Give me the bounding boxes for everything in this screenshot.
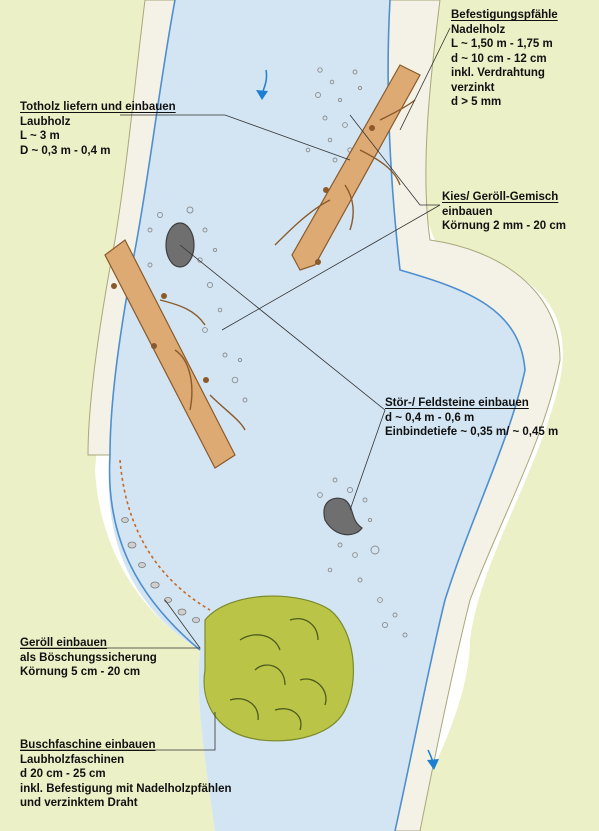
label-fascine-line-3: inkl. Befestigung mit Nadelholzpfählen bbox=[20, 782, 232, 797]
label-stakes-line-5: verzinkt bbox=[451, 81, 558, 96]
label-fascine-line-2: d 20 cm - 25 cm bbox=[20, 767, 232, 782]
label-deadwood-line-1: Laubholz bbox=[20, 115, 176, 130]
label-gravel-bank-title: Geröll einbauen bbox=[20, 636, 157, 651]
label-gravel-bank-line-1: als Böschungssicherung bbox=[20, 651, 157, 666]
label-boulders-line-2: Einbindetiefe ~ 0,35 m/ ~ 0,45 m bbox=[385, 425, 558, 440]
label-boulders-title: Stör-/ Feldsteine einbauen bbox=[385, 396, 558, 411]
label-stakes-title: Befestigungspfähle bbox=[451, 8, 558, 23]
label-gravel-mix-line-2: Körnung 2 mm - 20 cm bbox=[442, 219, 566, 234]
label-gravel-mix-line-1: einbauen bbox=[442, 205, 566, 220]
label-boulders: Stör-/ Feldsteine einbauen d ~ 0,4 m - 0… bbox=[385, 396, 558, 440]
label-fascine-line-4: und verzinktem Draht bbox=[20, 796, 232, 811]
label-stakes-line-2: L ~ 1,50 m - 1,75 m bbox=[451, 37, 558, 52]
label-fascine-title: Buschfaschine einbauen bbox=[20, 738, 232, 753]
label-boulders-line-1: d ~ 0,4 m - 0,6 m bbox=[385, 411, 558, 426]
label-deadwood-line-3: D ~ 0,3 m - 0,4 m bbox=[20, 144, 176, 159]
label-fascine: Buschfaschine einbauen Laubholzfaschinen… bbox=[20, 738, 232, 811]
label-stakes: Befestigungspfähle Nadelholz L ~ 1,50 m … bbox=[451, 8, 558, 110]
label-stakes-line-4: inkl. Verdrahtung bbox=[451, 66, 558, 81]
label-gravel-bank: Geröll einbauen als Böschungssicherung K… bbox=[20, 636, 157, 680]
label-deadwood: Totholz liefern und einbauen Laubholz L … bbox=[20, 100, 176, 158]
label-gravel-bank-line-2: Körnung 5 cm - 20 cm bbox=[20, 665, 157, 680]
label-stakes-line-6: d > 5 mm bbox=[451, 95, 558, 110]
label-deadwood-line-2: L ~ 3 m bbox=[20, 129, 176, 144]
label-stakes-line-3: d ~ 10 cm - 12 cm bbox=[451, 52, 558, 67]
label-deadwood-title: Totholz liefern und einbauen bbox=[20, 100, 176, 115]
label-fascine-line-1: Laubholzfaschinen bbox=[20, 753, 232, 768]
label-stakes-line-1: Nadelholz bbox=[451, 23, 558, 38]
label-gravel-mix-title: Kies/ Geröll-Gemisch bbox=[442, 190, 566, 205]
label-gravel-mix: Kies/ Geröll-Gemisch einbauen Körnung 2 … bbox=[442, 190, 566, 234]
